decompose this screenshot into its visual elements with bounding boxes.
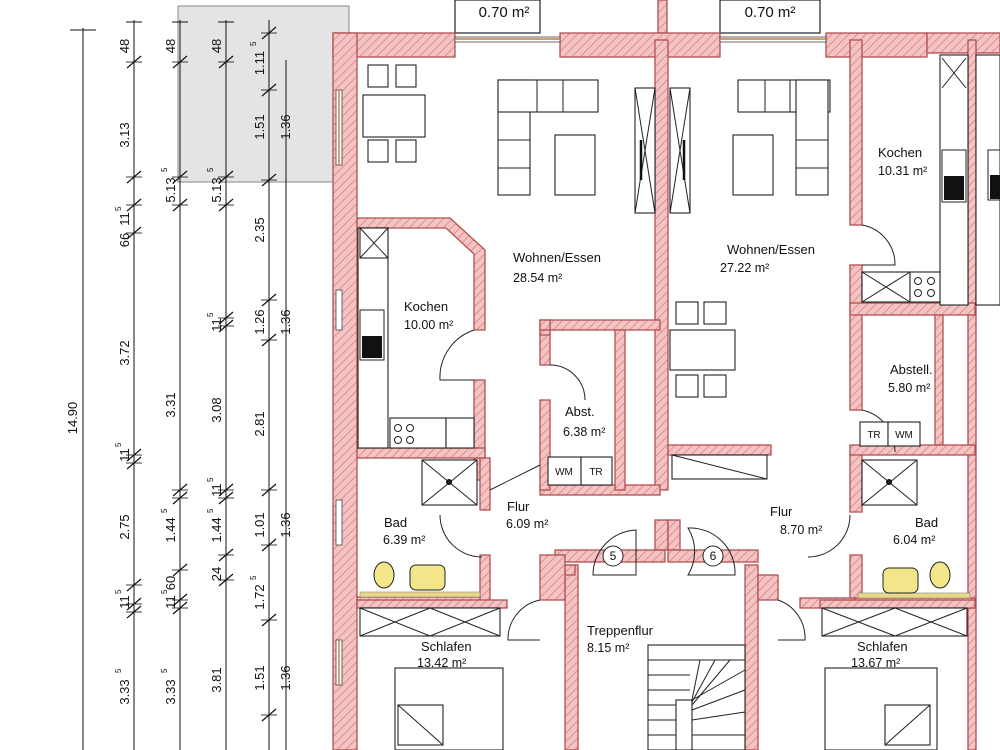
room-area-wohnen-right: 27.22 m² [720,261,769,275]
dim-c3-6: 24 [209,567,224,581]
room-name-bad-right: Bad [915,515,938,530]
top-left-box [454,0,541,34]
room-area-abst-right: 5.80 m² [888,381,930,395]
dim-c4-3: 1.26 [252,309,267,334]
room-area-kochen-left: 10.00 m² [404,318,453,332]
dim-c2-2: 3.31 [163,392,178,417]
dim-c1-4: 11 [117,448,132,462]
dim-c2-60: 60 [163,576,178,590]
room-name-kochen-left: Kochen [404,299,448,314]
dim-c2-1-sup: 5 [160,167,169,172]
dim-c1-4-sup: 5 [114,442,123,447]
furniture-left [357,64,656,750]
dim-c3-1-sup: 5 [206,167,215,172]
dim-c4-1: 1.51 [252,114,267,139]
room-name-wohnen-right: Wohnen/Essen [727,242,815,257]
room-area-treppenflur: 8.15 m² [587,641,629,655]
room-area-schlafen-left: 13.42 m² [417,656,466,670]
room-area-wohnen-left: 28.54 m² [513,271,562,285]
appliance-wm-right: WM [895,430,913,441]
dim-c4-0-sup: 5 [249,41,258,46]
room-area-bad-left: 6.39 m² [383,533,425,547]
dim-c1-7-sup: 5 [114,668,123,673]
dim-c5-2: 1.36 [278,512,293,537]
room-area-abst-left: 6.38 m² [563,425,605,439]
room-area-kochen-right: 10.31 m² [878,164,927,178]
room-name-abst-left: Abst. [565,404,595,419]
door-number-left: 5 [610,549,617,563]
dim-c1-0: 48 [117,39,132,53]
room-name-flur-right: Flur [770,504,793,519]
door-swings [439,224,896,641]
dim-c1-2b: 11 [117,212,132,226]
room-area-flur-right: 8.70 m² [780,523,822,537]
dim-c1-6-sup: 5 [114,589,123,594]
dim-c1-7: 3.33 [117,679,132,704]
room-name-schlafen-right: Schlafen [857,639,908,654]
dim-c3-0: 48 [209,39,224,53]
dim-c3-5-sup: 5 [206,508,215,513]
dim-c1-2: 66 [117,233,132,247]
dim-c3-1: 5.13 [209,177,224,202]
dim-c5-3: 1.36 [278,665,293,690]
dim-c5-1: 1.36 [278,309,293,334]
furniture-right [669,54,1000,750]
dim-c1-3: 3.72 [117,340,132,365]
dim-c2-3-sup: 5 [160,508,169,513]
top-right-box-label: 0.70 m² [745,4,796,21]
room-labels: Wohnen/Essen 28.54 m² Wohnen/Essen 27.22… [383,145,938,670]
room-area-schlafen-right: 13.67 m² [851,656,900,670]
dim-c2-5-sup: 5 [160,668,169,673]
room-name-schlafen-left: Schlafen [421,639,472,654]
dim-c2-4-sup: 5 [160,589,169,594]
dim-c1-2b-sup: 5 [114,206,123,211]
entrance-doors [592,527,736,576]
dim-total: 14.90 [65,402,80,435]
top-right-box [719,0,821,34]
room-name-bad-left: Bad [384,515,407,530]
room-name-treppenflur: Treppenflur [587,623,654,638]
dim-c1-5: 2.75 [117,514,132,539]
dim-c3-3: 3.08 [209,397,224,422]
dim-c2-0: 48 [163,39,178,53]
dim-c3-2: 11 [209,318,224,332]
room-name-kochen-right: Kochen [878,145,922,160]
top-left-box-label: 0.70 m² [479,4,530,21]
dimension-lines [70,20,277,750]
appliance-tr-right: TR [867,430,880,441]
appliance-wm-left: WM [555,467,573,478]
dim-c4-0: 1.11 [252,51,267,75]
dim-c4-2: 2.35 [252,217,267,242]
staircase [647,644,746,750]
top-wall-stub [657,0,668,34]
dim-c3-4: 11 [209,483,224,497]
room-name-abst-right: Abstell. [890,362,933,377]
dim-c2-1: 5.13 [163,177,178,202]
dim-c1-1: 3.13 [117,122,132,147]
dim-c3-7: 3.81 [209,667,224,692]
room-area-flur-left: 6.09 m² [506,517,548,531]
room-name-wohnen-left: Wohnen/Essen [513,250,601,265]
dim-c2-3: 1.44 [163,517,178,542]
dim-c5-0: 1.36 [278,114,293,139]
dim-c3-2-sup: 5 [206,312,215,317]
appliance-tr-left: TR [589,467,602,478]
dim-c3-4-sup: 5 [206,477,215,482]
dim-c4-7: 1.51 [252,665,267,690]
dim-c1-6: 11 [117,595,132,609]
dim-c4-6: 1.72 [252,584,267,609]
room-name-flur-left: Flur [507,499,530,514]
dim-c3-5: 1.44 [209,517,224,542]
dim-c4-5: 1.01 [252,512,267,537]
dim-c4-4: 2.81 [252,411,267,436]
dim-c4-6-sup: 5 [249,575,258,580]
dim-c2-4: 11 [163,595,178,609]
door-number-right: 6 [710,549,717,563]
dim-c2-5: 3.33 [163,679,178,704]
room-area-bad-right: 6.04 m² [893,533,935,547]
